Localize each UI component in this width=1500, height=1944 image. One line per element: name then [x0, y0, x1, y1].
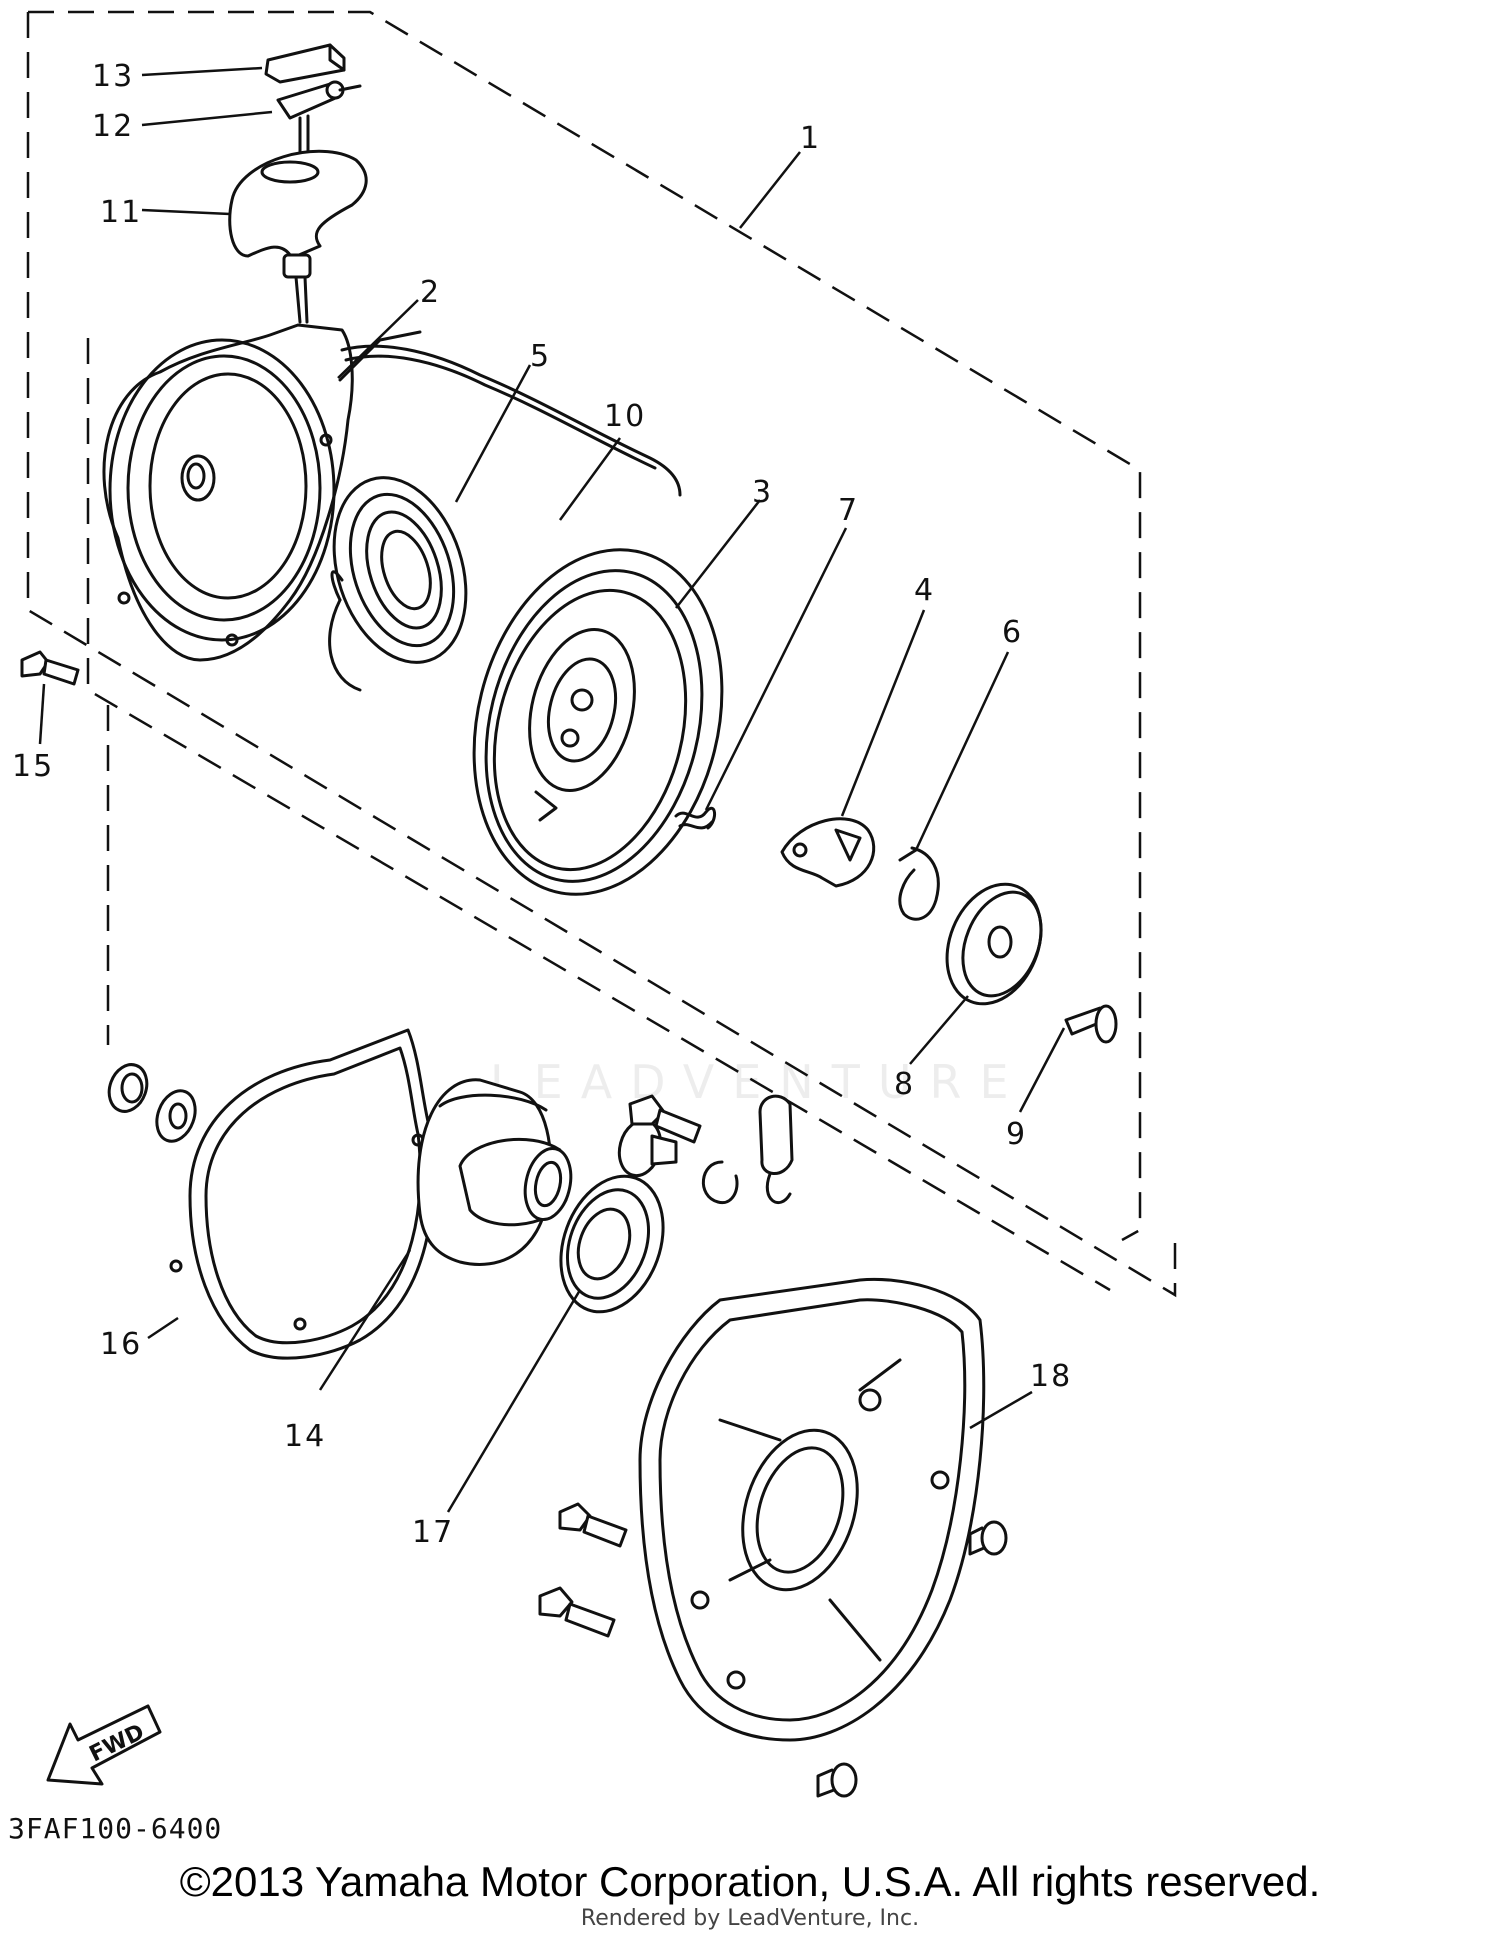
cover-bolts-and-dowels	[538, 1502, 1008, 1798]
leadventure-watermark: LEADVENTURE	[490, 1055, 1027, 1109]
label-16: 16	[100, 1327, 142, 1362]
label-8: 8	[894, 1067, 915, 1102]
label-1: 1	[800, 121, 821, 156]
label-13: 13	[92, 59, 134, 94]
part-3-sheave-drum	[472, 548, 724, 896]
label-17: 17	[412, 1515, 454, 1550]
part-2-starter-case	[102, 323, 422, 662]
label-2: 2	[420, 275, 441, 310]
assembly-boundary-upper	[26, 10, 1177, 1298]
label-7: 7	[838, 493, 859, 528]
diagram-code: 3FAF100-6400	[8, 1812, 223, 1845]
part-8-washer	[945, 882, 1043, 1006]
label-15: 15	[12, 749, 54, 784]
nut-and-washer	[107, 1063, 197, 1143]
part-15-bolt	[20, 650, 80, 686]
label-3: 3	[752, 475, 773, 510]
part-5-spiral-spring	[328, 476, 468, 692]
label-9: 9	[1006, 1117, 1027, 1152]
part-number-labels: 1 2 3 4 5 6 7 8 9 10 11 12 13 14 15 16 1…	[12, 59, 1072, 1550]
label-4: 4	[914, 573, 935, 608]
part-16-gasket	[169, 1028, 435, 1360]
label-5: 5	[530, 339, 551, 374]
part-4-pawl	[780, 817, 876, 888]
label-11: 11	[100, 195, 142, 230]
rendered-by-notice: Rendered by LeadVenture, Inc.	[580, 1906, 920, 1931]
part-6-clip	[898, 846, 940, 921]
part-17-oil-seal	[559, 1174, 665, 1314]
copyright-notice: ©2013 Yamaha Motor Corporation, U.S.A. A…	[179, 1858, 1321, 1905]
label-12: 12	[92, 109, 134, 144]
fwd-arrow-icon: FWD	[46, 1704, 162, 1786]
part-13-grip-cap	[264, 43, 346, 84]
label-10: 10	[604, 399, 646, 434]
assembly-boundary-lower	[86, 338, 1111, 1292]
part-10-starter-rope	[340, 344, 682, 497]
label-18: 18	[1030, 1359, 1072, 1394]
label-6: 6	[1002, 615, 1023, 650]
part-11-starter-handle	[228, 149, 368, 324]
part-7-small-spring	[674, 806, 716, 830]
leader-lines	[38, 66, 1066, 1513]
label-14: 14	[284, 1419, 326, 1454]
part-14-starter-hub	[416, 1078, 573, 1266]
part-18-crankcase-cover	[638, 1277, 986, 1742]
part-9-bolt	[1064, 1004, 1118, 1044]
bolt-and-clamp	[628, 1094, 794, 1205]
